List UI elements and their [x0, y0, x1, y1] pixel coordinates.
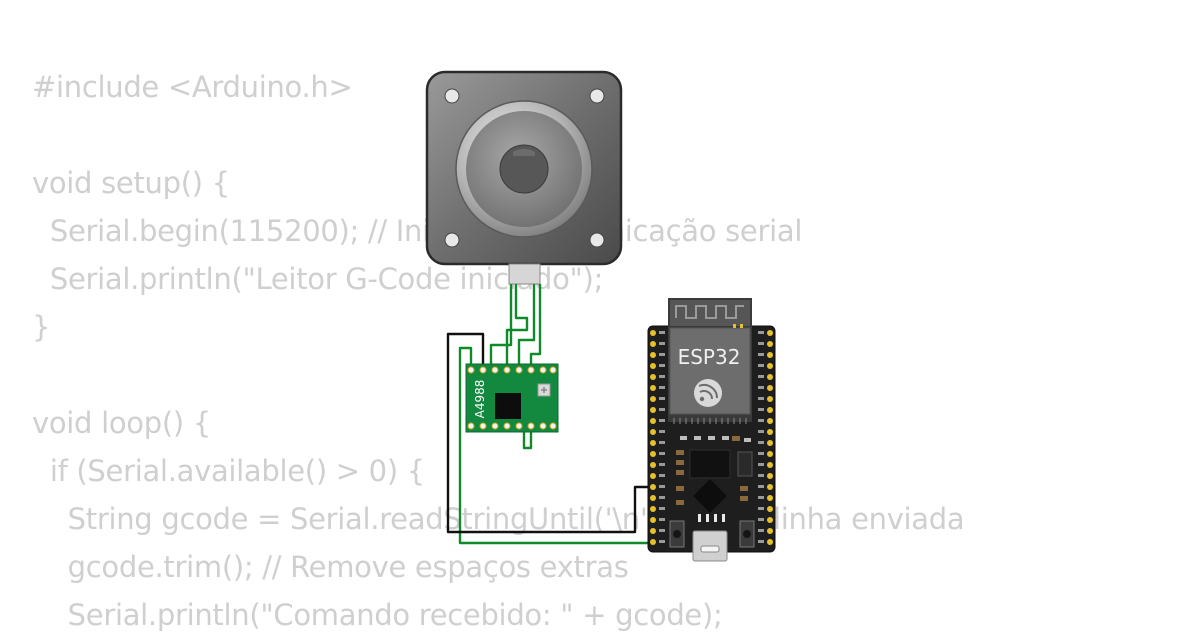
code-line: void loop() { [32, 406, 211, 440]
driver-label: A4988 [473, 380, 487, 419]
a4988-driver-icon[interactable]: A4988 [465, 363, 559, 433]
esp32-label: ESP32 [678, 345, 741, 369]
motor-to-driver-wires [489, 284, 542, 368]
code-line: if (Serial.available() > 0) { [32, 454, 425, 488]
esp32-left-pins [650, 330, 656, 545]
stepper-motor-icon[interactable] [425, 70, 623, 285]
code-line: #include <Arduino.h> [32, 70, 353, 104]
code-line: void setup() { [32, 166, 230, 200]
esp32-en-button[interactable] [669, 520, 685, 548]
esp32-boot-button[interactable] [739, 520, 755, 548]
code-line: } [32, 310, 51, 344]
black-wires [446, 332, 653, 534]
usb-port-icon [692, 530, 728, 562]
code-line: Serial.println("Comando recebido: " + gc… [32, 598, 723, 632]
code-line: gcode.trim(); // Remove espaços extras [32, 550, 629, 584]
esp32-board-icon[interactable]: ESP32 [647, 298, 776, 562]
espressif-logo-icon [694, 379, 722, 407]
esp32-right-pins [767, 330, 773, 545]
